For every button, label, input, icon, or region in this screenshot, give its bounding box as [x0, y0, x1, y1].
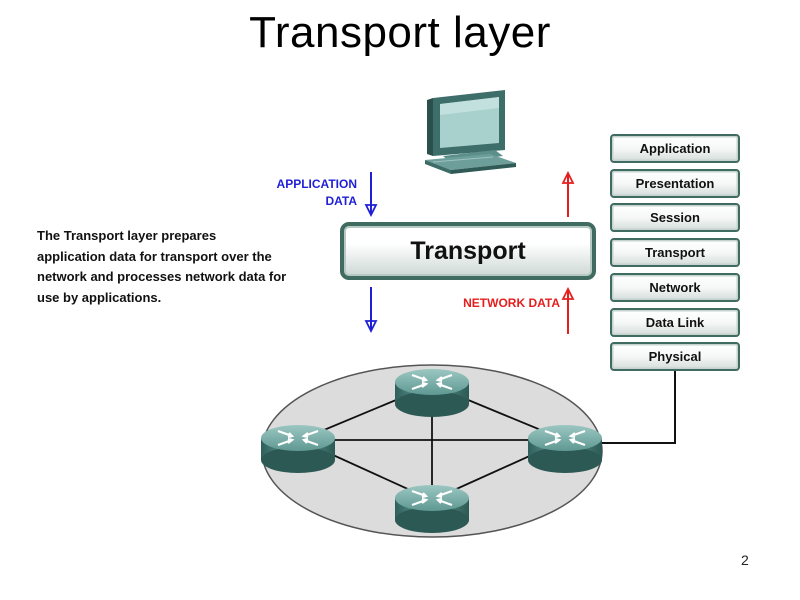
osi-layer-session: Session — [610, 203, 740, 232]
page-number: 2 — [741, 552, 749, 568]
osi-layer-presentation: Presentation — [610, 169, 740, 198]
description-line: network and processes network data for — [37, 269, 287, 284]
description-line: The Transport layer prepares — [37, 228, 217, 243]
description-text: The Transport layer prepares application… — [37, 226, 337, 308]
page-title: Transport layer — [249, 8, 551, 57]
physical-link-line — [600, 370, 676, 444]
transport-box: Transport — [340, 222, 596, 280]
router-icon — [528, 425, 602, 473]
osi-layer-physical: Physical — [610, 342, 740, 371]
application-data-arrows — [364, 172, 378, 334]
router-icon — [261, 425, 335, 473]
network-data-arrows — [561, 170, 575, 334]
osi-layer-transport: Transport — [610, 238, 740, 267]
application-data-line: APPLICATION — [276, 177, 357, 191]
osi-layer-application: Application — [610, 134, 740, 163]
computer-icon — [425, 90, 516, 174]
description-line: use by applications. — [37, 289, 162, 305]
router-icon — [395, 485, 469, 533]
router-icon — [395, 369, 469, 417]
description-line: application data for transport over the — [37, 248, 272, 264]
network-data-label: NETWORK DATA — [463, 296, 560, 310]
application-data-label: APPLICATION DATA — [250, 176, 357, 210]
osi-layer-data-link: Data Link — [610, 308, 740, 337]
osi-layer-network: Network — [610, 273, 740, 302]
application-data-line: DATA — [325, 194, 357, 208]
